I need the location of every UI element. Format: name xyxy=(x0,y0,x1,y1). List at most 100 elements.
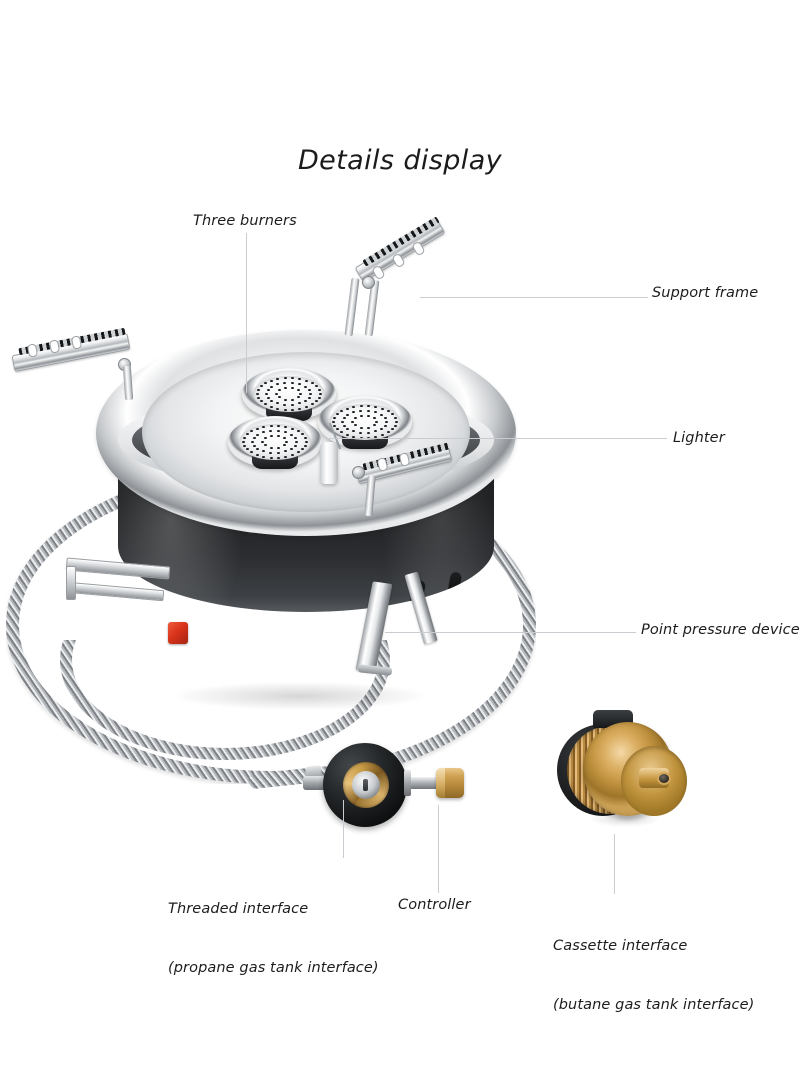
burner-hole xyxy=(277,429,281,432)
burner-hole xyxy=(298,383,302,386)
burner-hole xyxy=(342,424,346,427)
burner-hole xyxy=(283,381,287,384)
burner-hole xyxy=(262,455,266,458)
support-frame-arm xyxy=(6,322,156,402)
burner-hole xyxy=(345,433,349,436)
burner-hole xyxy=(245,448,249,451)
leader-line-point-pressure xyxy=(385,632,636,633)
burner-hole xyxy=(310,382,314,385)
leader-line-support-frame xyxy=(420,297,648,298)
burner-hole xyxy=(283,398,287,401)
burner-hole xyxy=(252,436,256,439)
burner-hole xyxy=(380,427,384,430)
burner-hole xyxy=(284,455,288,458)
burner-hole xyxy=(304,385,308,388)
burner-hole xyxy=(300,433,304,436)
burner-hole xyxy=(339,431,343,434)
leader-line-controller xyxy=(438,805,439,893)
burner-hole xyxy=(359,405,363,408)
burner-hole xyxy=(303,437,307,439)
burner-hole xyxy=(303,444,307,447)
threaded-interface-regulator xyxy=(323,743,407,827)
burner-hole xyxy=(390,413,394,416)
burner-hole xyxy=(367,431,371,434)
callout-label-line1: Cassette interface xyxy=(553,938,688,955)
arm-pivot xyxy=(352,466,365,479)
burner-hole xyxy=(359,414,363,417)
stove-ground-shadow xyxy=(120,676,480,716)
burner-hole xyxy=(283,408,287,411)
burner-hole xyxy=(383,424,387,427)
burner-hole xyxy=(359,431,363,434)
burner-hole xyxy=(277,456,281,459)
burner-hole xyxy=(265,392,269,395)
burner-hole xyxy=(293,436,297,439)
burner-hole xyxy=(359,409,363,412)
cassette-interface-adapter xyxy=(557,710,687,828)
burner-hole xyxy=(291,377,295,380)
arm-bar xyxy=(354,218,446,283)
burner-hole xyxy=(359,436,363,439)
burner-hole xyxy=(249,451,253,454)
burner-hole xyxy=(262,425,266,428)
burner-hole xyxy=(291,453,294,456)
burner-hole xyxy=(276,446,280,449)
burner-hole xyxy=(298,402,302,405)
arm-pivot xyxy=(362,276,375,289)
stove-body xyxy=(96,330,516,710)
burner-hole xyxy=(270,399,274,402)
arm-leg xyxy=(344,277,360,337)
burner-hole xyxy=(335,428,339,431)
burner-hole xyxy=(295,440,299,443)
burner-hole xyxy=(373,424,377,427)
burner-hole xyxy=(332,417,336,419)
burner-hole xyxy=(297,389,301,392)
burner-hole xyxy=(259,385,263,388)
burner-hole xyxy=(283,437,287,440)
callout-label-threaded-interface: Threaded interface (propane gas tank int… xyxy=(168,861,379,1018)
lighter-igniter xyxy=(320,442,338,484)
gas-hose-inner-loop xyxy=(60,640,390,760)
burner-hole xyxy=(283,403,287,406)
burner-hole xyxy=(276,434,280,437)
burner-hole xyxy=(263,382,267,385)
burner-hole xyxy=(269,434,273,437)
burner-hole xyxy=(284,425,288,428)
burner-hole xyxy=(352,430,356,433)
burner-hole xyxy=(353,424,357,427)
leader-line-three-burners xyxy=(246,233,247,393)
burner-hole xyxy=(276,383,280,386)
burner-hole xyxy=(293,444,297,447)
burner-hole xyxy=(374,411,378,414)
burner-hole xyxy=(277,425,281,428)
burner-hole xyxy=(390,428,394,431)
burner-hole xyxy=(374,435,378,438)
burner-hole xyxy=(300,448,304,451)
burner-hole xyxy=(284,431,288,434)
point-pressure-device xyxy=(65,556,182,620)
burner-hole xyxy=(252,444,256,447)
burner-hole xyxy=(276,407,280,410)
burner-hole xyxy=(352,405,356,408)
burner-hole xyxy=(381,433,384,436)
burner-hole xyxy=(393,417,397,419)
burner-hole xyxy=(242,444,246,447)
burner-hole xyxy=(346,427,350,430)
burner-hole xyxy=(277,389,281,392)
burner-hole xyxy=(263,403,267,406)
burner-hole xyxy=(386,410,390,413)
burner-hole xyxy=(285,440,289,443)
burner-hole xyxy=(393,424,397,427)
burner-hole xyxy=(332,420,336,423)
igniter-button xyxy=(168,622,188,644)
page-title: Details display xyxy=(297,145,503,176)
burner-hole xyxy=(296,430,300,433)
burner-hole xyxy=(283,377,287,380)
burner-hole xyxy=(318,392,322,395)
burner-hole xyxy=(290,447,294,450)
burner-hole xyxy=(304,440,308,443)
burner-hole xyxy=(304,399,308,402)
callout-label-support-frame: Support frame xyxy=(652,285,759,301)
burner-hole xyxy=(276,377,280,380)
